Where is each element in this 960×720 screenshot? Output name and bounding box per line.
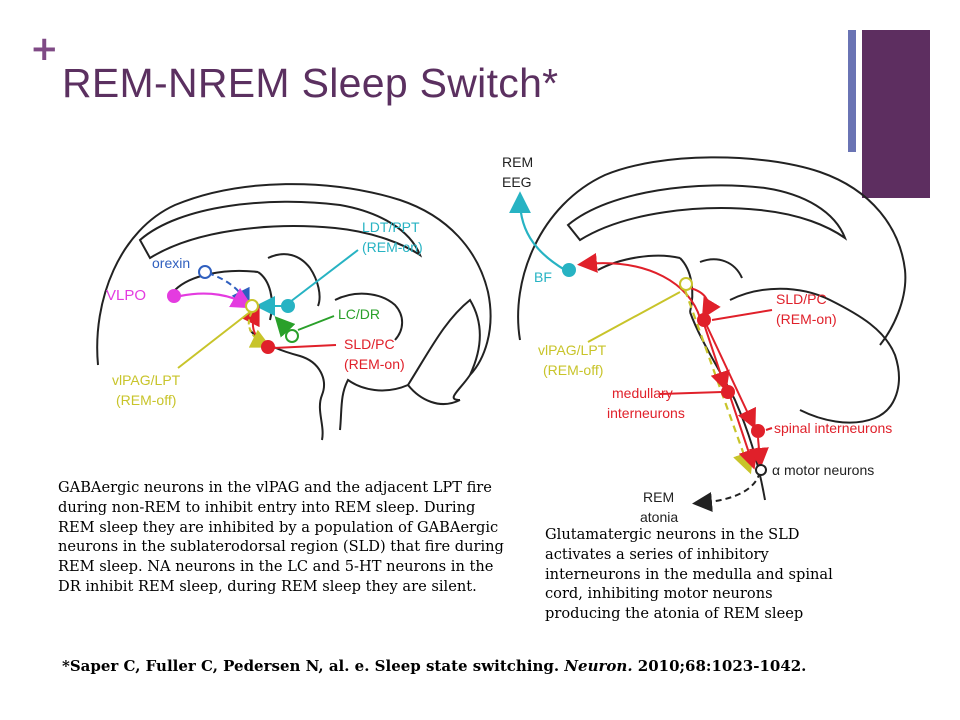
- vlpo-label: VLPO: [106, 287, 146, 304]
- medullary-to-motor-arrow: [729, 395, 758, 470]
- vlpag-to-sld-arrow-right: [689, 287, 721, 319]
- right-brain-outline: [517, 156, 907, 501]
- rem-eeg-label: REM: [502, 154, 533, 170]
- ldt-ppt-state-label: (REM-on): [362, 239, 423, 255]
- medullary-label: medullary: [612, 385, 673, 401]
- ldt-ppt-label: LDT/PPT: [362, 219, 420, 235]
- spinal-node: [751, 424, 765, 438]
- rem-atonia-label-2: atonia: [640, 509, 678, 525]
- sld-pc-leader-right: [711, 309, 773, 321]
- spinal-leader: [765, 427, 773, 431]
- sld-pc-state-label-right: (REM-on): [776, 311, 837, 327]
- medullary-node: [721, 385, 735, 399]
- ldt-ppt-leader: [289, 249, 359, 303]
- vlpag-leader-left: [177, 311, 251, 369]
- sld-pc-label-left: SLD/PC: [344, 336, 395, 352]
- vlpo-node: [167, 289, 181, 303]
- plus-mark: +: [30, 29, 59, 69]
- vlpag-leader-right: [587, 291, 681, 343]
- medullary-label-2: interneurons: [607, 405, 685, 421]
- bf-node: [562, 263, 576, 277]
- vlpag-node-right: [679, 277, 693, 291]
- ldt-ppt-node: [281, 299, 295, 313]
- accent-bar-thin: [848, 30, 856, 152]
- motor-node: [755, 464, 767, 476]
- lc-dr-leader: [297, 315, 335, 331]
- sld-to-spinal-arrow: [705, 323, 756, 430]
- accent-bar-thick: [862, 30, 930, 198]
- caption-left: GABAergic neurons in the vlPAG and the a…: [58, 479, 504, 595]
- citation-prefix: *Saper C, Fuller C, Pedersen N, al. e. S…: [62, 657, 565, 675]
- page-title: REM-NREM Sleep Switch*: [62, 60, 559, 106]
- rem-atonia-label: REM: [643, 489, 674, 505]
- orexin-node: [198, 265, 212, 279]
- vlpo-to-vlpag-arrow: [179, 287, 254, 309]
- vlpag-to-sld-arrow: [247, 311, 272, 348]
- lc-dr-node: [285, 329, 299, 343]
- sld-pc-state-label-left: (REM-on): [344, 356, 405, 372]
- medullary-leader: [659, 391, 723, 395]
- sld-pc-node-left: [261, 340, 275, 354]
- vlpag-label-left: vlPAG/LPT: [112, 372, 181, 388]
- citation-suffix: 2010;68:1023-1042.: [632, 657, 807, 675]
- vlpag-node-left: [245, 299, 259, 313]
- sld-to-medullary-arrow: [703, 323, 730, 392]
- vlpag-label-right: vlPAG/LPT: [538, 342, 607, 358]
- orexin-label: orexin: [152, 255, 190, 271]
- vlpag-state-label-left: (REM-off): [116, 392, 176, 408]
- spinal-label: spinal interneurons: [774, 420, 892, 436]
- bf-label: BF: [534, 269, 552, 285]
- motor-to-atonia-arrow: [692, 471, 761, 512]
- sld-pc-leader-left: [273, 344, 337, 349]
- sld-pc-label-right: SLD/PC: [776, 291, 827, 307]
- motor-label: α motor neurons: [772, 462, 874, 478]
- lc-dr-label: LC/DR: [338, 306, 380, 322]
- vlpag-state-label-right: (REM-off): [543, 362, 603, 378]
- citation-journal: Neuron.: [564, 657, 633, 675]
- sld-pc-node-right: [697, 313, 711, 327]
- orexin-to-ldt-arrow: [207, 272, 250, 310]
- bf-to-rem-eeg-arrow: [509, 191, 566, 271]
- spinal-to-motor-arrow: [748, 437, 769, 468]
- caption-right: Glutamatergic neurons in the SLD activat…: [545, 526, 833, 623]
- sld-to-bf-arrow: [577, 252, 701, 319]
- citation: *Saper C, Fuller C, Pedersen N, al. e. S…: [62, 657, 806, 675]
- rem-eeg-label-2: EEG: [502, 174, 532, 190]
